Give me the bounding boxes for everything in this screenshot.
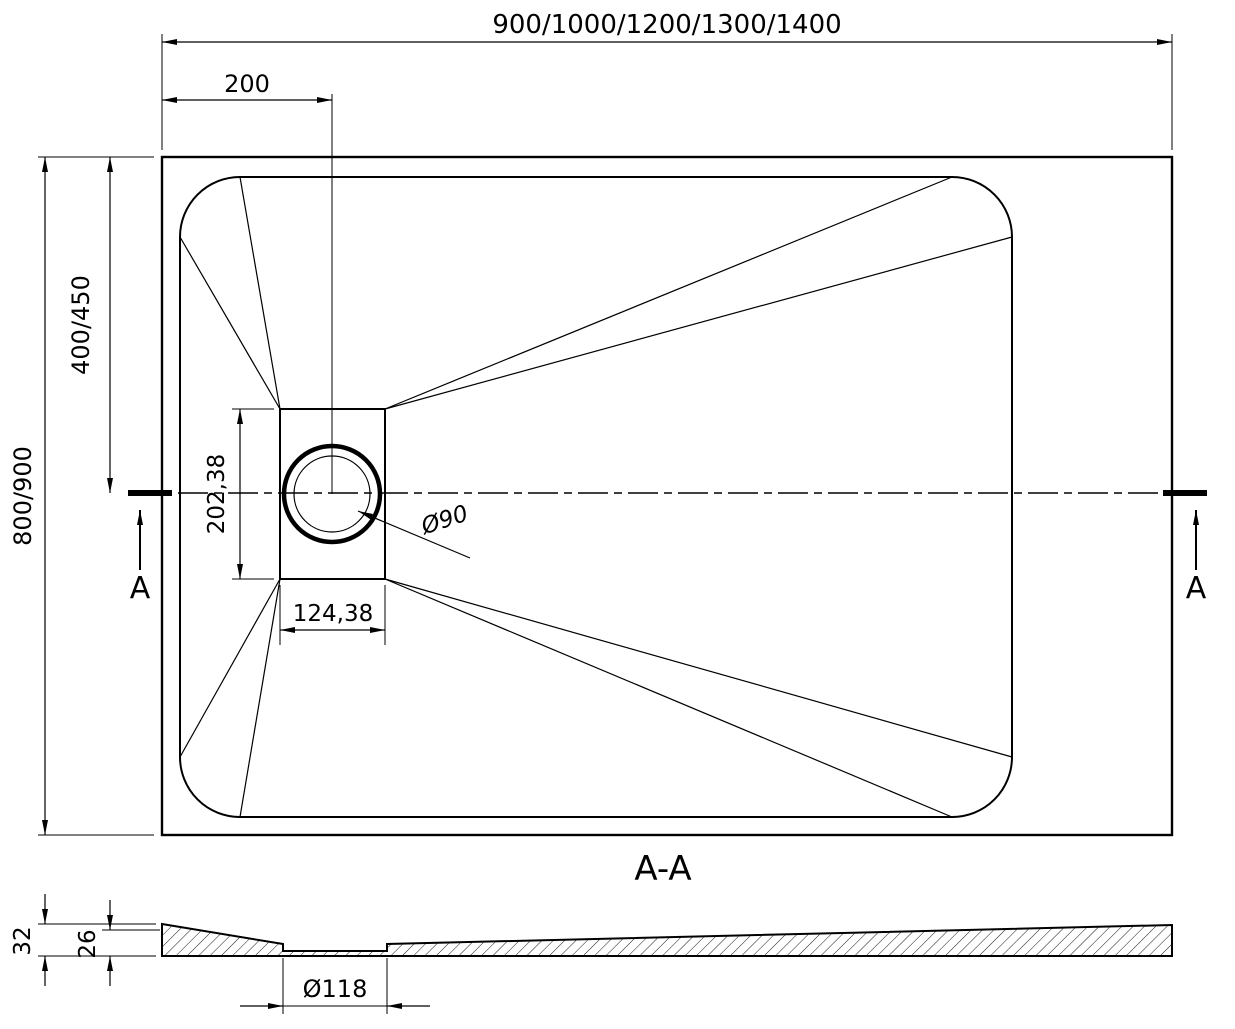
section-letter-left: A xyxy=(130,571,151,606)
dimension-drain-plate-height: 202,38 xyxy=(204,408,274,580)
drain-hole-value: Ø118 xyxy=(303,975,368,1003)
dimension-drain-diameter: Ø90 xyxy=(357,501,471,559)
section-marker-right: A xyxy=(1186,510,1207,606)
cross-section-profile xyxy=(161,922,1173,957)
overall-depth-value: 800/900 xyxy=(9,446,37,546)
dimension-drain-hole: Ø118 xyxy=(240,958,430,1014)
top-view: A A 900/1000/1200/1300/1400 200 800/900 xyxy=(9,10,1207,837)
section-inner-depth-value: 26 xyxy=(75,929,101,958)
tray-outer-outline xyxy=(160,155,1174,837)
tray-inner-basin-outline xyxy=(179,176,1013,818)
drain-diameter-value: Ø90 xyxy=(417,501,471,541)
dimension-drain-center: 400/450 xyxy=(67,157,113,493)
slope-fold-lines xyxy=(179,176,1013,818)
section-title: A-A xyxy=(634,849,691,889)
section-total-height-value: 32 xyxy=(10,926,36,955)
drain-offset-value: 200 xyxy=(224,70,270,98)
dimension-section-inner-depth: 26 xyxy=(75,900,160,986)
drain-center-value: 400/450 xyxy=(67,275,95,375)
overall-width-value: 900/1000/1200/1300/1400 xyxy=(492,10,841,40)
section-letter-right: A xyxy=(1186,571,1207,606)
drain-plate-width-value: 124,38 xyxy=(293,601,373,627)
dimension-overall-width: 900/1000/1200/1300/1400 xyxy=(161,10,1173,150)
section-view: A-A 32 26 Ø118 xyxy=(10,849,1173,1014)
drain-plate-height-value: 202,38 xyxy=(204,454,230,534)
dimension-drain-offset: 200 xyxy=(162,70,333,494)
dimension-drain-plate-width: 124,38 xyxy=(279,585,386,645)
dimension-overall-depth: 800/900 xyxy=(9,156,154,836)
dimension-section-total-height: 32 xyxy=(10,894,156,986)
section-marker-left: A xyxy=(130,510,151,606)
